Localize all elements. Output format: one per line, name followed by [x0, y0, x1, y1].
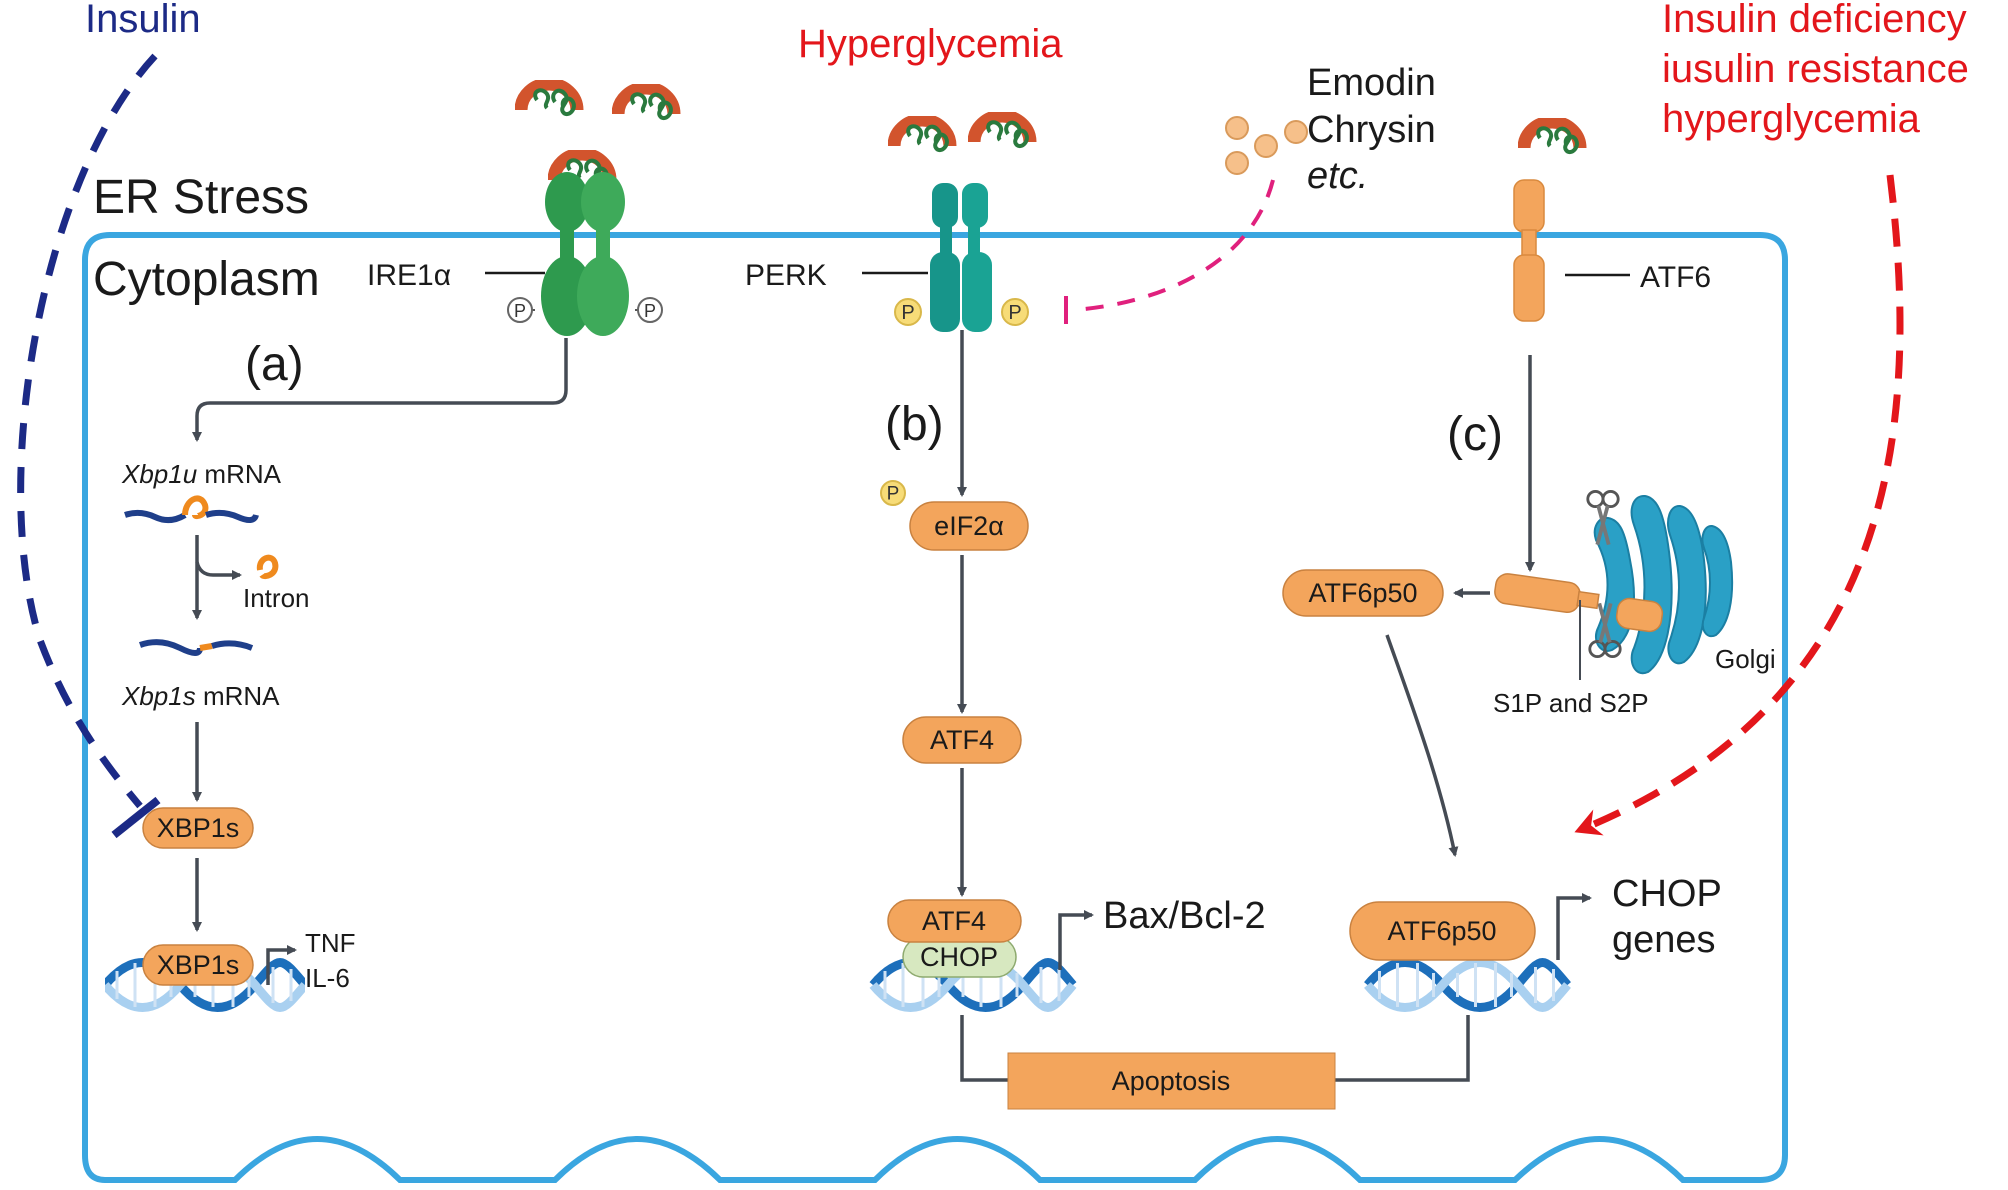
xbp1s-bound-label: XBP1s [157, 950, 240, 980]
insulin-inhibition-bar [111, 796, 161, 839]
golgi-label: Golgi [1715, 644, 1776, 674]
xbp1s-mrna: mRNA [196, 681, 280, 711]
atf4-bound-label: ATF4 [922, 906, 986, 936]
xbp1u-mrna: mRNA [197, 459, 281, 489]
branch-b-label: (b) [885, 398, 944, 451]
xbp1s-mrna-label: Xbp1s mRNA [121, 681, 280, 711]
perk-p-left: P [901, 302, 914, 324]
chop-label: CHOP [920, 942, 998, 972]
ire1a-receptor [507, 84, 674, 336]
atf4-bound-box [887, 899, 1022, 943]
xbp1s-mrna-strand-2 [211, 640, 254, 651]
perk-label: PERK [745, 259, 827, 292]
s1p-s2p-label: S1P and S2P [1493, 688, 1649, 718]
apoptosis-connector [960, 1015, 1470, 1082]
xbp1s-protein-label: XBP1s [157, 813, 240, 843]
atf6-cleaved [1494, 573, 1664, 633]
xbp1s-protein-box [142, 807, 254, 849]
perk-receptor [894, 116, 1030, 332]
arrow-bax [1058, 910, 1094, 970]
atf4-box [902, 716, 1022, 764]
branch-a-label: (a) [245, 338, 304, 391]
atf6-label: ATF6 [1640, 261, 1711, 294]
xbp1u-mrna-label: Xbp1u mRNA [121, 459, 282, 489]
cell-membrane [82, 232, 1788, 1183]
arrow-atf6p50-nucleus [1385, 634, 1459, 857]
arrow-intron [195, 561, 242, 580]
xbp1u-gene: Xbp1u [121, 459, 197, 489]
cytoplasm-label: Cytoplasm [93, 253, 320, 306]
chop-genes-line2: genes [1612, 919, 1716, 961]
hyperglycemia-label: Hyperglycemia [798, 22, 1063, 66]
stimulus-insulin-deficiency: Insulin deficiency [1662, 0, 1967, 41]
atf6p50-box [1282, 569, 1444, 617]
intron-label: Intron [243, 583, 310, 613]
atf6p50-bound-box [1349, 901, 1536, 961]
arrow-chop-genes [1556, 893, 1592, 960]
dna-c [1368, 963, 1568, 1008]
compound-inhibition-line [1071, 179, 1275, 312]
xbp1s-mrna-strand [139, 639, 203, 656]
tnf-label: TNF [305, 928, 356, 958]
apoptosis-box [1007, 1052, 1336, 1110]
eif2a-p: P [887, 484, 900, 505]
xbp1s-mrna-splice [199, 643, 213, 651]
atf6p50-label: ATF6p50 [1308, 578, 1417, 608]
atf6-receptor [1513, 122, 1580, 322]
stimulus-hyperglycemia: hyperglycemia [1662, 97, 1921, 141]
perk-p-right: P [1008, 302, 1021, 324]
insulin-inhibition-line [17, 53, 158, 809]
eif2a-box [909, 501, 1029, 551]
arrow-ire1-xbp1u [192, 338, 568, 442]
xbp1u-intron-loop [182, 495, 209, 520]
xbp1u-mrna-strand-2 [205, 509, 259, 523]
ire1a-p-left: P [514, 301, 526, 321]
golgi-apparatus [1593, 494, 1734, 675]
compound-chrysin: Chrysin [1307, 109, 1436, 151]
stimulus-arrow [1574, 174, 1904, 836]
ire1a-label: IRE1α [367, 259, 451, 292]
xbp1u-mrna-strand [124, 509, 187, 523]
il6-label: IL-6 [305, 963, 350, 993]
xbp1s-gene: Xbp1s [121, 681, 196, 711]
ire1a-p-right: P [644, 301, 656, 321]
compound-dots [1225, 116, 1308, 175]
chop-genes-line1: CHOP [1612, 873, 1722, 915]
insulin-label: Insulin [85, 0, 201, 41]
arrow-tnf [266, 945, 297, 985]
eif2a-label: eIF2α [934, 511, 1004, 541]
atf4-label: ATF4 [930, 725, 994, 755]
compound-etc: etc. [1307, 155, 1368, 197]
bax-bcl2-label: Bax/Bcl-2 [1103, 895, 1266, 937]
intron-icon [256, 554, 279, 580]
stimulus-insulin-resistance: iusulin resistance [1662, 47, 1969, 91]
er-stress-label: ER Stress [93, 171, 309, 224]
branch-c-label: (c) [1447, 408, 1503, 461]
compound-emodin: Emodin [1307, 62, 1436, 104]
apoptosis-label: Apoptosis [1112, 1066, 1231, 1096]
xbp1s-bound-box [142, 944, 254, 986]
eif2a-phospho [880, 480, 906, 506]
atf6p50-bound-label: ATF6p50 [1387, 916, 1496, 946]
